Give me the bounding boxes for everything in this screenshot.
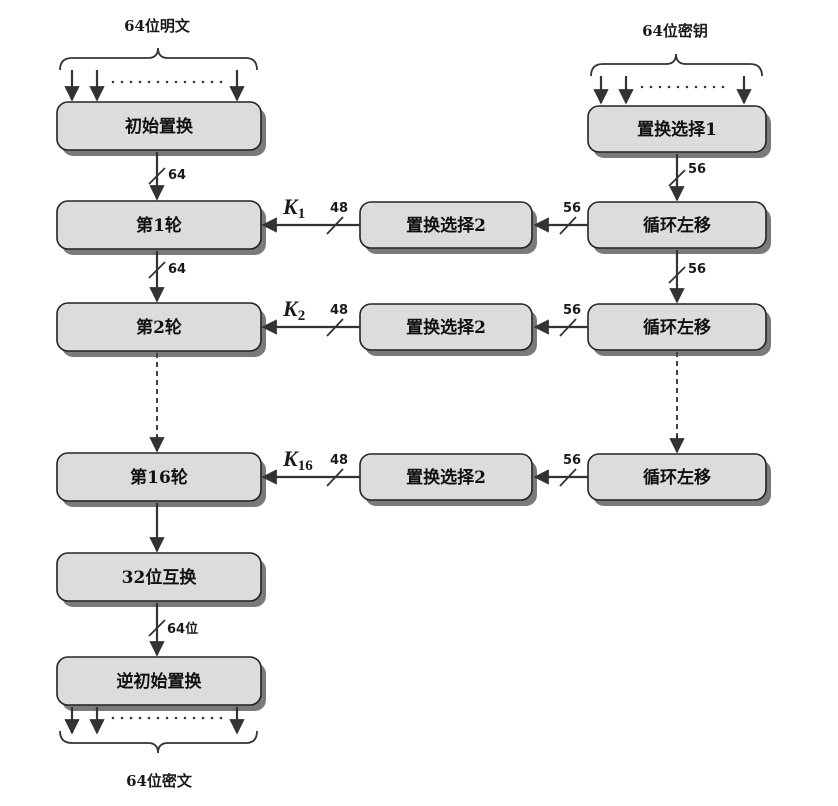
ciphertext-brace (59, 730, 258, 754)
pc1-to-shift1-bits: 56 (688, 162, 706, 177)
shift2-label: 循环左移 (643, 317, 711, 338)
inverse-permutation-box: 逆初始置换 (56, 656, 266, 711)
pc2-to-round1-arrow: 48 K1 (261, 194, 360, 235)
shift16-to-pc2-bits: 56 (563, 453, 581, 468)
round16-box: 第16轮 (56, 452, 266, 507)
ip-to-round1-bits: 64 (168, 168, 186, 183)
initial-permutation-label: 初始置换 (125, 116, 194, 137)
shift1-to-shift2-bits: 56 (688, 262, 706, 277)
shift1-to-pc2-bits: 56 (563, 201, 581, 216)
swap32-label: 32位互换 (122, 567, 198, 588)
pc2-box-2: 置换选择2 (359, 303, 537, 356)
shift16-label: 循环左移 (643, 467, 711, 488)
subkey-k16: K16 (282, 446, 313, 474)
pc1-label: 置换选择1 (637, 119, 717, 140)
initial-permutation-box: 初始置换 (56, 101, 266, 156)
pc2-to-round16-arrow: 48 K16 (261, 446, 360, 487)
pc2-label-1: 置换选择2 (406, 215, 486, 236)
round2-label: 第2轮 (136, 317, 182, 338)
pc2-box-16: 置换选择2 (359, 453, 537, 506)
round1-box: 第1轮 (56, 200, 266, 255)
inverse-permutation-label: 逆初始置换 (117, 671, 203, 692)
plaintext-brace (59, 47, 258, 71)
shift1-to-shift2-arrow: 56 (668, 250, 706, 304)
plaintext-label: 64位明文 (124, 17, 191, 35)
shift16-to-pc2-arrow: 56 (533, 453, 588, 487)
round1-to-round2-arrow: 64 (148, 251, 186, 303)
shift16-box: 循环左移 (587, 453, 771, 506)
round2-box: 第2轮 (56, 302, 266, 357)
plaintext-input-arrows (64, 70, 245, 102)
pc2-to-round1-bits: 48 (330, 201, 348, 216)
shift2-box: 循环左移 (587, 303, 771, 356)
swap-to-inverse-arrow: 64位 (148, 603, 198, 657)
ciphertext-output-arrows (64, 707, 245, 735)
shift1-to-pc2-arrow: 56 (533, 201, 588, 235)
shift1-label: 循环左移 (643, 215, 711, 236)
pc2-to-round2-arrow: 48 K2 (261, 296, 360, 337)
swap-to-inverse-bits: 64位 (167, 621, 198, 637)
swap32-box: 32位互换 (56, 552, 266, 607)
ciphertext-label: 64位密文 (126, 772, 193, 790)
pc2-to-round2-bits: 48 (330, 303, 348, 318)
shift1-box: 循环左移 (587, 201, 771, 254)
key-brace (590, 53, 763, 77)
pc2-to-round16-bits: 48 (330, 453, 348, 468)
pc2-box-1: 置换选择2 (359, 201, 537, 254)
round1-label: 第1轮 (136, 215, 182, 236)
pc2-label-2: 置换选择2 (406, 317, 486, 338)
ip-to-round1-arrow: 64 (148, 152, 186, 201)
key-label: 64位密钥 (642, 22, 708, 40)
pc1-to-shift1-arrow: 56 (668, 154, 706, 202)
shift2-to-pc2-bits: 56 (563, 303, 581, 318)
pc1-box: 置换选择1 (587, 105, 771, 158)
shift2-to-pc2-arrow: 56 (533, 303, 588, 337)
key-input-arrows (593, 76, 752, 105)
round1-to-round2-bits: 64 (168, 262, 186, 277)
subkey-k2: K2 (282, 296, 305, 324)
round16-label: 第16轮 (130, 467, 188, 488)
pc2-label-16: 置换选择2 (406, 467, 486, 488)
subkey-k1: K1 (282, 194, 305, 222)
